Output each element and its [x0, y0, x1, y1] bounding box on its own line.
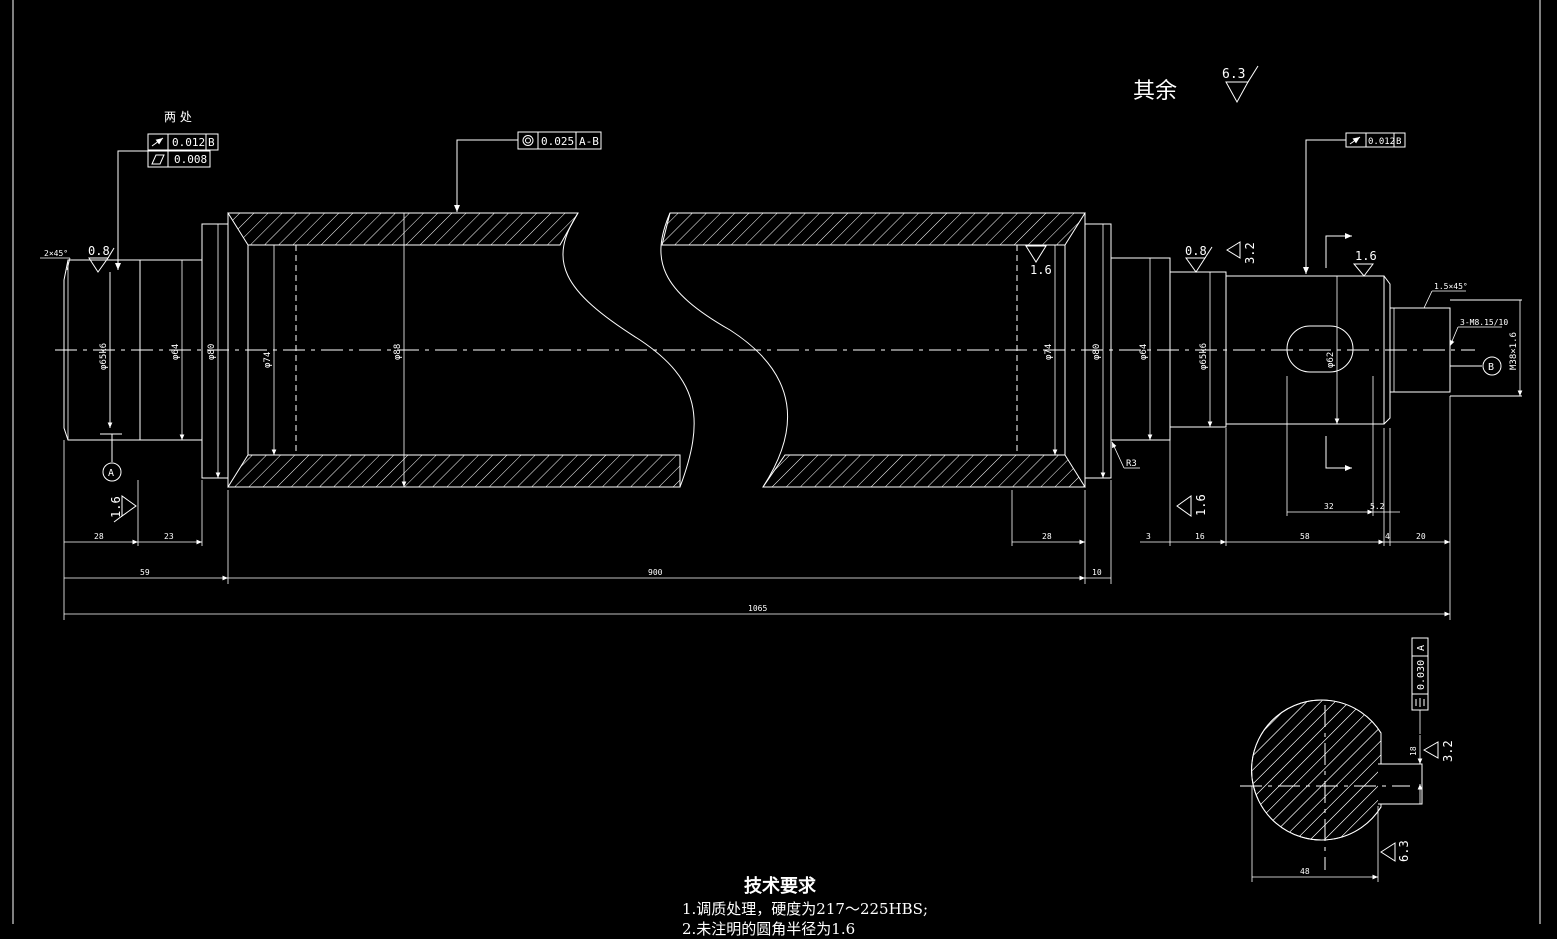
dim-4: 4 — [1385, 532, 1390, 541]
roughness-inner-bore: 1.6 — [1030, 263, 1052, 277]
dim-20: 20 — [1416, 532, 1426, 541]
keyway-value: 0.030 — [1416, 660, 1427, 690]
right-runout-value: 0.012 — [1368, 137, 1395, 147]
chamfer-left: 2×45° — [44, 249, 68, 258]
horizontal-dimension-labels: 28 23 59 900 10 1065 28 3 16 58 4 20 32 … — [94, 502, 1426, 613]
roughness-symbols: 0.8 1.6 1.6 0.8 3.2 1.6 1.6 — [88, 241, 1377, 523]
roughness-section-key: 3.2 — [1441, 740, 1455, 762]
roughness-right-journal: 0.8 — [1185, 244, 1207, 258]
left-end — [63, 223, 229, 479]
diameter-labels: φ65k6 φ64 φ80 φ74 φ88 φ74 φ80 φ64 φ65k6 … — [99, 332, 1519, 370]
dia-drum: φ88 — [393, 344, 403, 360]
roughness-right-shoulder: 1.6 — [1194, 494, 1208, 516]
roughness-left-shoulder: 1.6 — [109, 496, 123, 518]
dia-bore-right: φ74 — [1044, 344, 1054, 360]
drum-right — [660, 212, 1086, 488]
section-view: 48 18 A 0.030 3.2 6.3 — [1240, 637, 1455, 882]
left-tolerance-block: 两 处 0.012 B 0.008 — [115, 110, 219, 270]
drawing-frame — [12, 0, 1541, 924]
dim-900: 900 — [648, 568, 663, 577]
drum-left — [227, 212, 695, 488]
datum-a-label: A — [108, 468, 114, 479]
dim-3: 3 — [1146, 532, 1151, 541]
dia-left-journal: φ65k6 — [99, 343, 109, 370]
roughness-left-journal: 0.8 — [88, 244, 110, 258]
dia-right-key-shaft: φ62 — [1326, 352, 1336, 368]
dim-23: 23 — [164, 532, 174, 541]
tech-requirement-1: 1.调质处理，硬度为217～225HBS; — [682, 900, 929, 918]
left-runout-datum: B — [208, 136, 215, 149]
left-runout-value: 0.012 — [172, 136, 205, 149]
horizontal-dimensions — [63, 376, 1451, 620]
thread-note: 3-M8.15/10 — [1460, 318, 1508, 327]
tech-requirements-title: 技术要求 — [744, 876, 816, 897]
dia-bore: φ74 — [263, 352, 273, 368]
feature-notes: 2×45° 1.5×45° 3-M8.15/10 R3 — [40, 249, 1508, 469]
keyway-slot — [1286, 325, 1354, 373]
datum-b: B — [1450, 356, 1502, 376]
dia-right-step: φ64 — [1139, 344, 1149, 360]
tech-requirement-2: 2.未注明的圆角半径为1.6 — [682, 920, 856, 938]
roughness-section-bottom: 6.3 — [1397, 840, 1411, 862]
right-runout-datum: B — [1396, 137, 1401, 147]
roughness-right-face: 3.2 — [1243, 242, 1257, 264]
chamfer-right: 1.5×45° — [1434, 282, 1468, 291]
dim-28-left: 28 — [94, 532, 104, 541]
section-marks — [1325, 233, 1352, 471]
both-places-label: 两 处 — [164, 110, 192, 124]
center-coaxiality-datum: A-B — [579, 135, 599, 148]
dim-5-2: 5.2 — [1370, 502, 1385, 511]
fillet-note: R3 — [1126, 459, 1137, 469]
dia-left-flange: φ80 — [207, 344, 217, 360]
dim-16: 16 — [1195, 532, 1205, 541]
dia-left-step: φ64 — [171, 344, 181, 360]
surface-note-label: 其余 — [1133, 79, 1177, 104]
center-coaxiality-value: 0.025 — [541, 135, 574, 148]
right-end — [1084, 223, 1522, 479]
dim-32: 32 — [1324, 502, 1334, 511]
section-key-depth: 18 — [1409, 746, 1418, 756]
keyway-datum: A — [1416, 645, 1427, 651]
dia-thread: M38×1.6 — [1509, 332, 1519, 370]
dim-58: 58 — [1300, 532, 1310, 541]
dim-28-right: 28 — [1042, 532, 1052, 541]
dim-1065: 1065 — [748, 604, 767, 613]
left-cylindricity-value: 0.008 — [174, 153, 207, 166]
surface-note: 其余 6.3 — [1133, 65, 1259, 104]
dia-right-flange: φ80 — [1092, 344, 1102, 360]
center-tolerance-block: 0.025 A-B — [454, 131, 602, 212]
datum-a: A — [100, 433, 122, 482]
dim-59: 59 — [140, 568, 150, 577]
datum-b-label: B — [1488, 362, 1494, 373]
section-width: 48 — [1300, 867, 1310, 876]
dia-right-journal: φ65k6 — [1199, 343, 1209, 370]
diameter-dimensions — [107, 213, 1523, 487]
dim-10: 10 — [1092, 568, 1102, 577]
surface-note-roughness: 6.3 — [1222, 67, 1245, 82]
right-tolerance-block: 0.012 B — [1303, 132, 1406, 274]
roughness-right-step: 1.6 — [1355, 249, 1377, 263]
